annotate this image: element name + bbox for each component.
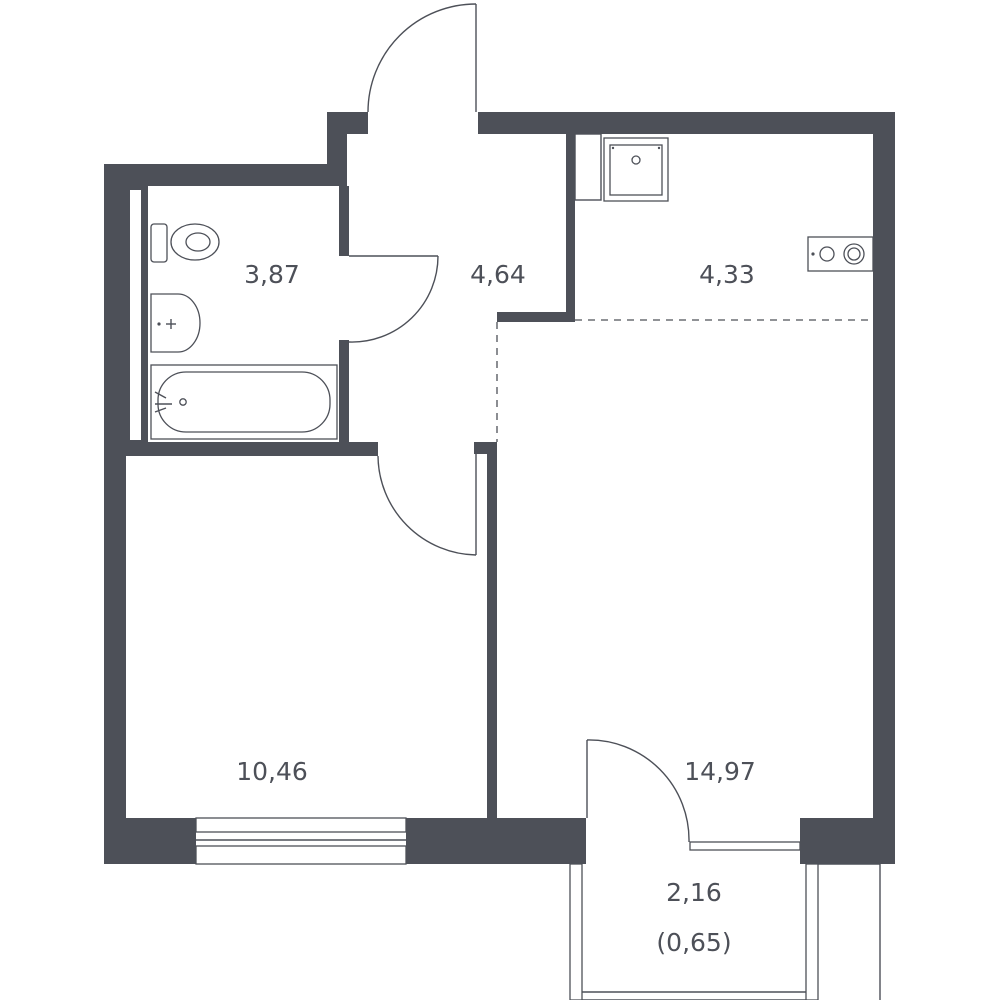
balcony-area-label: 2,16 (666, 878, 722, 907)
bedroom-door[interactable] (377, 454, 477, 556)
kitchen-area-label: 4,33 (699, 260, 755, 289)
bathroom-door[interactable] (348, 255, 439, 343)
balcony-reduced-area-label: (0,65) (656, 928, 731, 957)
bathroom-area-label: 3,87 (244, 260, 300, 289)
living-room-area-label: 14,97 (684, 757, 756, 786)
balcony-door[interactable] (586, 739, 690, 843)
kitchen-sink-icon (603, 137, 669, 202)
balcony (569, 863, 881, 1000)
toilet-icon (150, 223, 220, 263)
stove-icon (807, 236, 874, 272)
windows (195, 817, 801, 865)
hallway-area-label: 4,64 (470, 260, 526, 289)
bedroom-area-label: 10,46 (236, 757, 308, 786)
washbasin-icon (150, 293, 201, 353)
exterior-walls (104, 112, 895, 864)
interior-walls (126, 133, 602, 818)
bathtub-icon (150, 364, 338, 440)
zone-dividers (496, 319, 873, 442)
entrance-door[interactable] (367, 3, 477, 113)
